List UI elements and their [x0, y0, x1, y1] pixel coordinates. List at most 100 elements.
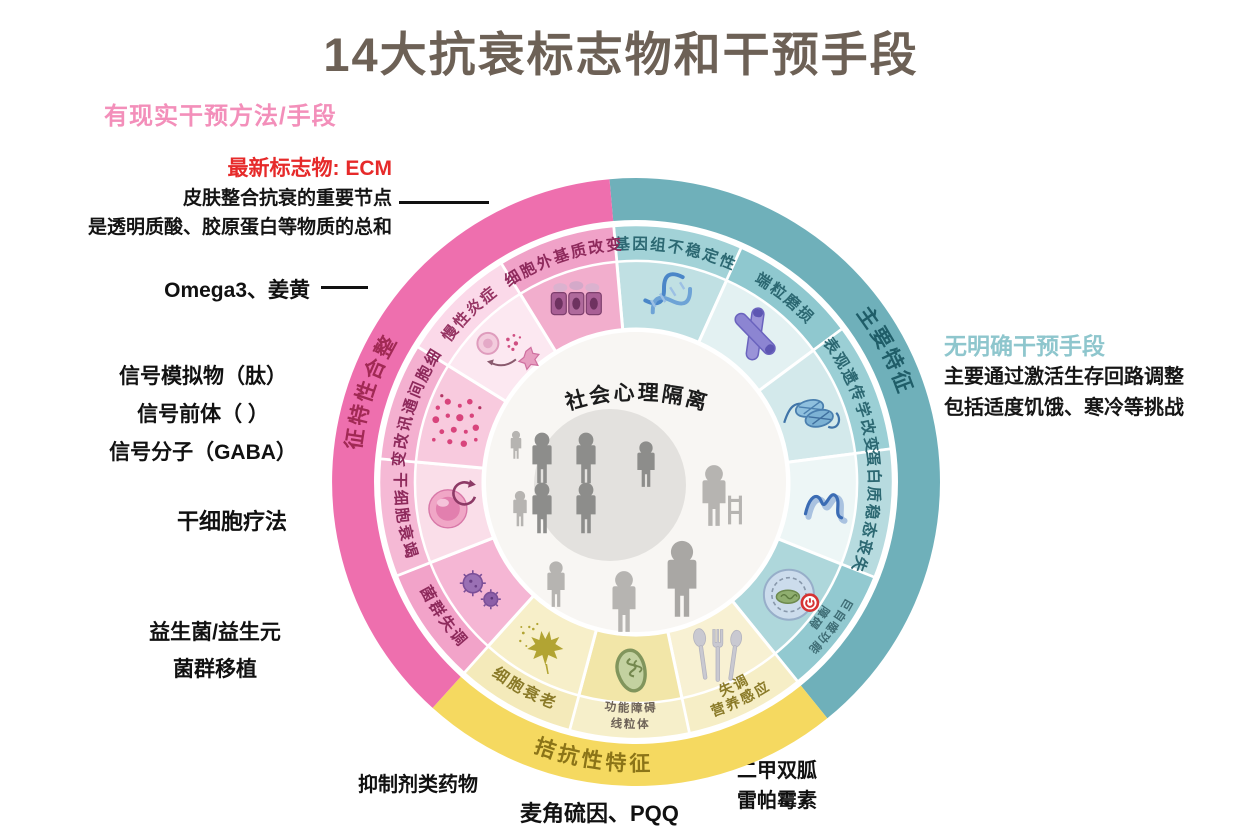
label-epigenetic-alterations: 学	[852, 399, 875, 420]
hallmarks-wheel: 基因组不稳定性端粒磨损表观遗传学改变蛋白质稳态丧失巨自噬功能障碍营养感应失调线粒…	[332, 178, 940, 787]
label-mitochondrial-dysfunction: 障	[631, 701, 643, 715]
label-mitochondrial-dysfunction: 碍	[644, 701, 657, 715]
person-icon	[532, 432, 552, 484]
label-loss-of-proteostasis: 白	[865, 468, 884, 484]
arc-label-antagonistic-hallmarks: 特	[604, 750, 627, 775]
label-altered-intercellular-communication: 改	[390, 431, 411, 450]
label-altered-intercellular-communication: 通	[399, 396, 421, 417]
icon-cutlery	[693, 628, 743, 682]
label-extracellular-matrix-alteration: 改	[587, 236, 606, 257]
center-inner-circle	[534, 409, 686, 561]
label-loss-of-proteostasis: 质	[864, 486, 884, 503]
label-mitochondrial-dysfunction: 能	[617, 700, 630, 715]
rapamycin-line: 雷帕霉素	[737, 790, 817, 812]
person-icon	[612, 571, 636, 632]
label-epigenetic-alterations: 传	[845, 381, 869, 404]
outer-arc-antagonistic-hallmarks	[432, 676, 828, 787]
person-icon	[513, 490, 527, 527]
label-genomic-instability: 因	[632, 235, 648, 253]
omega-connector-line	[321, 286, 368, 289]
person-icon	[702, 465, 742, 526]
page-title: 14大抗衰标志物和干预手段	[323, 28, 919, 81]
metformin-line: 二甲双胍	[737, 760, 817, 782]
signals-line1: 信号模拟物（肽）	[119, 365, 287, 388]
label-mitochondrial-dysfunction: 功	[604, 699, 618, 714]
label-altered-intercellular-communication: 间	[404, 379, 428, 401]
arc-label-antagonistic-hallmarks: 性	[580, 747, 604, 774]
label-loss-of-proteostasis: 稳	[862, 503, 883, 521]
icon-microbes	[459, 570, 501, 610]
label-stem-cell-exhaustion: 细	[391, 489, 411, 506]
ergothioneine-pqq-annotation: 麦角硫因、PQQ	[520, 801, 679, 826]
icon-ecmcells	[550, 281, 602, 316]
label-stem-cell-exhaustion: 竭	[399, 540, 422, 560]
arc-label-integrative-hallmarks: 征	[341, 427, 368, 451]
label-epigenetic-alterations: 变	[861, 435, 882, 454]
label-deregulated-nutrient-sensing: 营	[709, 699, 728, 719]
label-genomic-instability: 性	[717, 250, 739, 274]
label-deregulated-nutrient-sensing: 感	[737, 686, 757, 707]
signals-annotation: 信号模拟物（肽） 信号前体（ ） 信号分子（GABA）	[78, 358, 328, 472]
ecm-annotation: 最新标志物: ECM 皮肤整合抗衰的重要节点 是透明质酸、胶原蛋白等物质的总和	[88, 154, 392, 242]
signals-line3: 信号分子（GABA）	[109, 441, 297, 464]
label-mitochondrial-dysfunction: 体	[637, 717, 649, 731]
label-cellular-senescence: 老	[536, 688, 559, 712]
right-line2: 包括适度饥饿、寒冷等挑战	[944, 397, 1184, 419]
left-heading: 有现实干预方法/手段	[104, 103, 337, 130]
person-icon	[547, 561, 565, 607]
label-loss-of-proteostasis: 丧	[854, 537, 877, 558]
arc-label-antagonistic-hallmarks: 征	[629, 751, 650, 775]
icon-stemcell	[428, 479, 477, 529]
label-epigenetic-alterations: 改	[857, 417, 879, 437]
right-line1: 主要通过激活生存回路调整	[944, 366, 1184, 388]
person-icon	[532, 482, 552, 534]
center-label: 理	[637, 381, 659, 405]
icon-autophagy	[762, 568, 820, 621]
probiotics-annotation: 益生菌/益生元 菌群移植	[110, 614, 320, 688]
center-label: 心	[613, 381, 635, 405]
label-altered-intercellular-communication: 变	[388, 450, 408, 468]
ecm-title: 最新标志物: ECM	[227, 157, 393, 180]
person-icon	[637, 441, 655, 487]
label-deregulated-nutrient-sensing: 养	[722, 693, 743, 714]
ecm-line2: 是透明质酸、胶原蛋白等物质的总和	[87, 217, 392, 238]
label-genomic-instability: 稳	[684, 239, 704, 261]
outer-arc-integrative-hallmarks	[332, 179, 614, 708]
label-mitochondrial-dysfunction: 线	[610, 716, 623, 731]
metformin-rapamycin-annotation: 二甲双胍 雷帕霉素	[737, 756, 817, 816]
right-heading: 无明确干预手段	[944, 333, 1105, 359]
icon-inflam	[476, 331, 541, 371]
label-loss-of-proteostasis: 失	[848, 554, 871, 576]
center-label: 隔	[660, 383, 684, 409]
icon-dots	[432, 394, 482, 447]
label-extracellular-matrix-alteration: 质	[569, 239, 589, 261]
probiotics-line1: 益生菌/益生元	[149, 621, 281, 644]
label-stem-cell-exhaustion: 衰	[395, 522, 417, 543]
icon-chromosome	[734, 307, 776, 361]
label-loss-of-proteostasis: 蛋	[863, 450, 883, 468]
inhibitors-annotation: 抑制剂类药物	[358, 774, 478, 796]
label-stem-cell-exhaustion: 胞	[392, 505, 413, 525]
label-macroautophagy-disability: 巨	[838, 596, 855, 612]
label-stem-cell-exhaustion: 干	[391, 472, 408, 488]
ecm-line1: 皮肤整合抗衰的重要节点	[182, 188, 392, 209]
icon-mito	[615, 648, 647, 693]
segment-band-mitochondrial-dysfunction	[567, 693, 691, 741]
icon-dna	[643, 272, 693, 315]
label-altered-intercellular-communication: 讯	[395, 413, 416, 433]
icon-protein	[803, 493, 848, 524]
outer-arc-primary-hallmarks	[609, 178, 940, 719]
right-annotation: 无明确干预手段 主要通过激活生存回路调整 包括适度饥饿、寒冷等挑战	[944, 330, 1184, 424]
label-genomic-instability: 不	[667, 238, 686, 257]
probiotics-line2: 菌群移植	[173, 658, 257, 681]
label-genomic-instability: 组	[649, 234, 667, 254]
stem-cell-therapy-annotation: 干细胞疗法	[177, 509, 288, 534]
icon-nucleosome	[783, 399, 841, 429]
person-icon	[667, 540, 697, 617]
label-extracellular-matrix-alteration: 外	[534, 250, 556, 274]
signals-line2: 信号前体（ ）	[137, 403, 269, 426]
ecm-connector-line	[399, 201, 489, 204]
label-genomic-instability: 基	[613, 234, 631, 254]
label-genomic-instability: 定	[700, 244, 721, 267]
segment-band-extracellular-matrix-alteration	[499, 224, 619, 296]
